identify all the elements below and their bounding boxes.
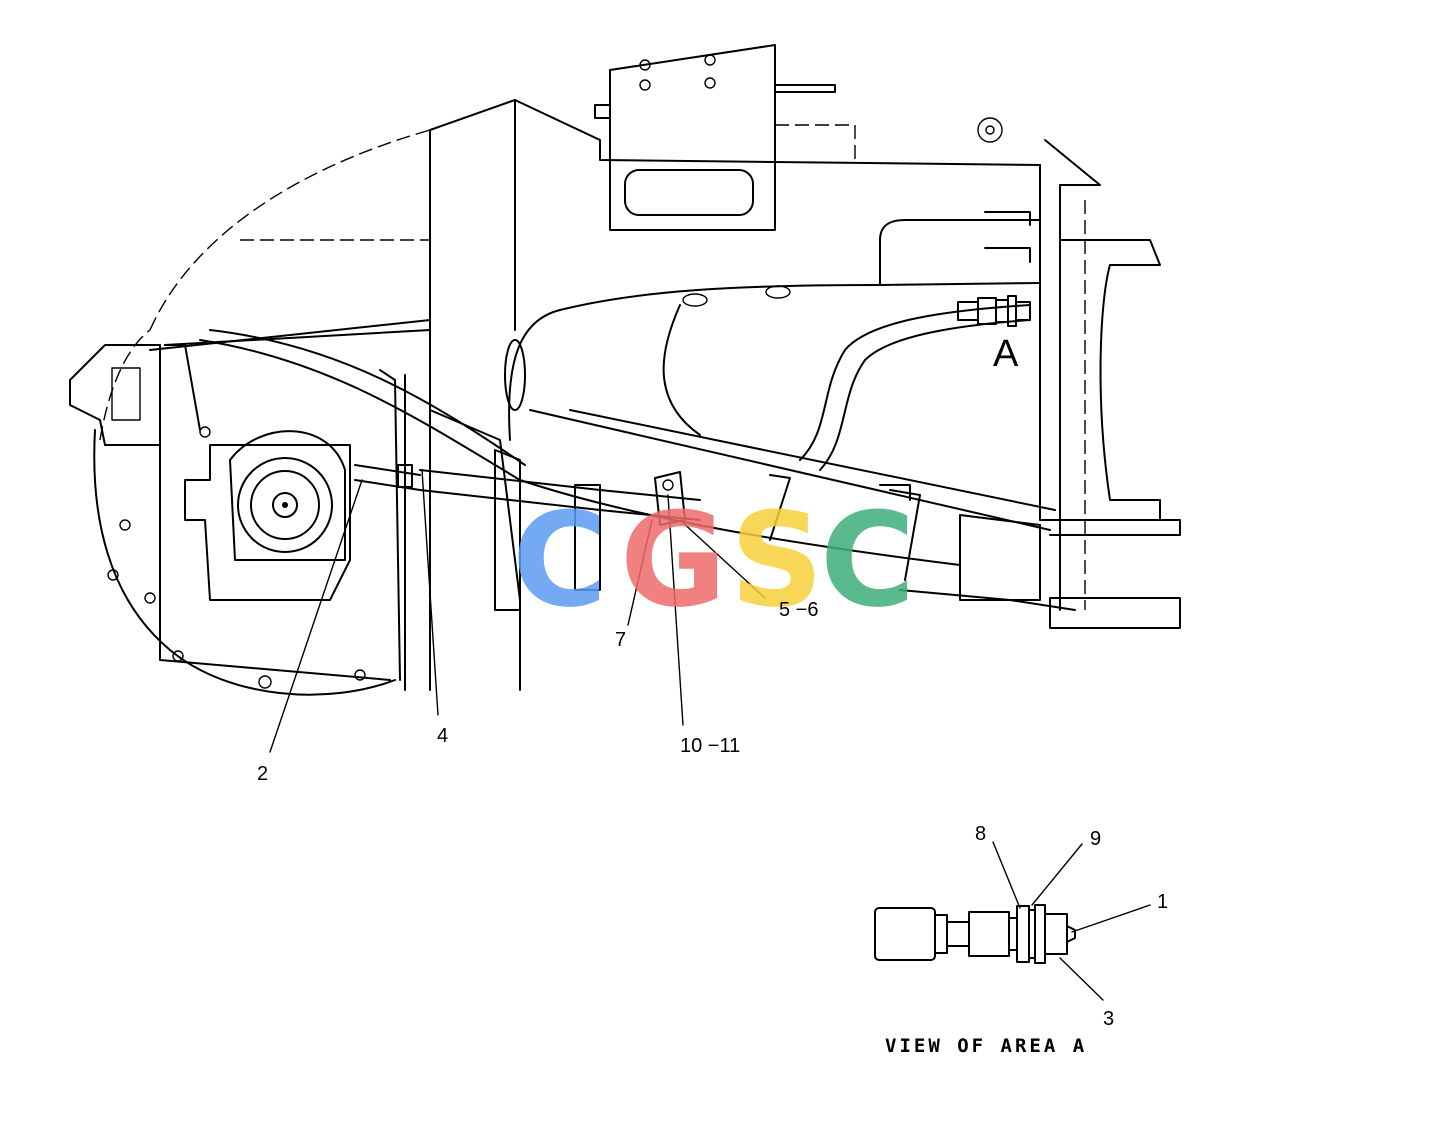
callout-7: 7 [615,629,626,651]
callout-9: 9 [1090,828,1101,850]
callout-2: 2 [257,763,268,785]
callout-8: 8 [975,823,986,845]
view-marker-a: A [993,333,1019,375]
mounting-plate [594,44,1003,231]
watermark-letter-s: S [730,484,824,636]
callout-5-6: 5 −6 [779,599,818,621]
hose-lines [149,282,1056,566]
rear-frame [879,139,1181,629]
watermark-letter-g: G [620,484,727,636]
area-a-fitting [957,295,1031,327]
callout-10-11: 10 −11 [680,735,740,757]
detail-view-area-a [874,841,1151,1001]
callout-1: 1 [1157,891,1168,913]
watermark-logo: C G S C [512,484,915,636]
callout-3: 3 [1103,1008,1114,1030]
clamp-assembly [574,471,1076,611]
detail-caption: VIEW OF AREA A [885,1035,1087,1057]
watermark-letter-c: C [512,484,607,636]
watermark-letter-c2: C [820,484,915,636]
callout-4: 4 [437,725,448,747]
leader-lines [269,469,766,753]
transmission-housing [69,129,431,696]
